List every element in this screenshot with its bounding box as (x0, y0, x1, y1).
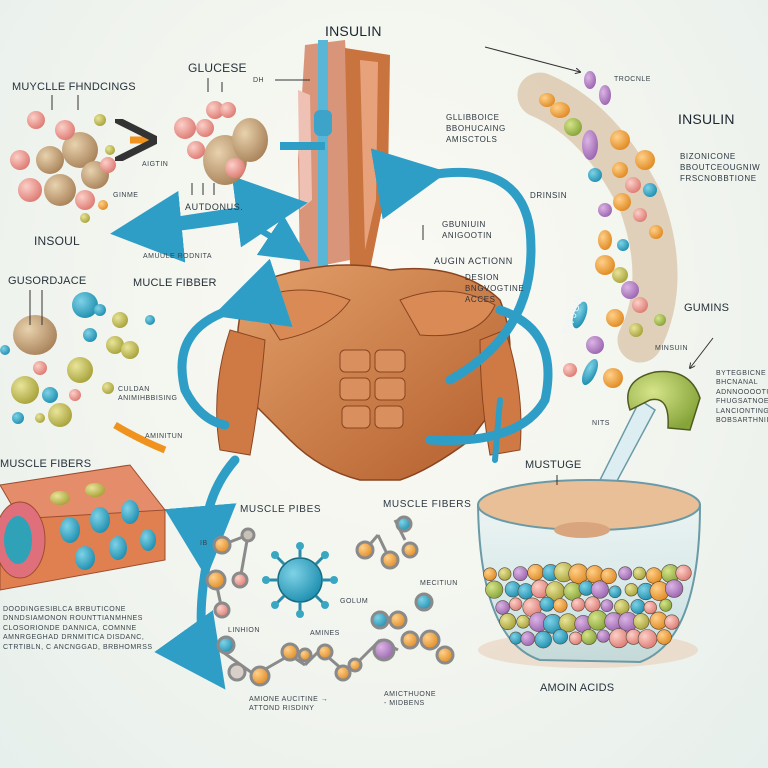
bowl-bead (520, 631, 535, 646)
bowl-bead (632, 566, 647, 581)
bowl-bead (516, 614, 530, 629)
bowl-bead (590, 580, 609, 599)
label-muscle-findings: MUYCLLE FHNDCINGS (12, 81, 136, 93)
label-augin-action: AUGIN ACTIONN (434, 256, 513, 266)
virus-molecule (262, 542, 338, 618)
bowl-bead (608, 585, 622, 599)
label-muscle-fibers-center: MUSCLE FIBERS (383, 499, 472, 510)
bottom-loop-arrow (154, 540, 226, 690)
label-right-block: BYTEGBICNE BHCNANAL ADNNOOOOTU FHUGSATNO… (716, 370, 768, 425)
bowl-bead (630, 599, 646, 614)
label-among-block: AMIONE AUCITINE → ATTOND RISDINY (249, 696, 329, 713)
pointer-lines (29, 46, 714, 485)
label-mustuge: MUSTUGE (525, 459, 582, 471)
vessel-branch (280, 142, 325, 150)
label-trocnle: TROCNLE (614, 76, 651, 83)
label-amuule-robnita: AMUULE RODNITA (143, 253, 213, 260)
bowl-bead (581, 629, 597, 645)
big-loop-arrow (425, 305, 553, 445)
label-amoin-acids: AMOIN ACIDS (540, 682, 615, 694)
label-muscle-fibers-left: MUSCLE FIBERS (0, 458, 92, 470)
bowl-bead (552, 629, 568, 645)
molecule-chain-bottom (205, 515, 455, 687)
bowl-bead (553, 598, 568, 613)
label-insulin-right: INSULIN (678, 111, 735, 127)
bowl-bead-group (483, 562, 692, 649)
bowl-bead (483, 567, 497, 582)
neck-muscle-illustration (280, 40, 390, 270)
down-arrow-right (492, 397, 503, 463)
bowl-bead (571, 597, 586, 612)
bowl-bead (664, 579, 684, 598)
label-aminitun: AMINITUN (145, 433, 183, 440)
label-ib: IB (200, 540, 208, 547)
bowl-bead (498, 567, 512, 581)
bowl-bead (512, 566, 528, 582)
label-muscle-pibes: MUSCLE PIBES (240, 504, 322, 515)
bowl-bead (499, 613, 517, 630)
label-glucose: GLUCESE (188, 61, 247, 75)
glucose-cluster-left (10, 111, 116, 223)
arrow-to-body-top (256, 215, 310, 262)
bowl-bead (637, 629, 658, 649)
label-culdan-block: CULDAN ANIMIHBBISING (118, 386, 178, 403)
label-minsuin: MINSUIN (655, 345, 689, 352)
muscle-fiber-bundle (0, 464, 166, 591)
label-muscle-fibber: MUCLE FIBBER (133, 277, 217, 289)
bowl-bead (534, 630, 552, 649)
curve-arrow-top-right (370, 148, 536, 385)
glucose-cluster-top (174, 101, 268, 185)
label-bottom-left-block: DOODINGESIBLCA BRBUTICONE DNNDSIAMONON R… (3, 606, 153, 651)
bowl-bead (584, 596, 601, 613)
bowl-bead (596, 629, 610, 643)
down-left-arrow (164, 455, 240, 578)
bowl-bead (600, 567, 617, 585)
bowl-bead (485, 580, 504, 599)
bowl-bead (659, 598, 673, 612)
label-nits: NITS (592, 420, 610, 427)
torso-muscle-illustration (216, 264, 522, 481)
bowl-bead (495, 600, 510, 615)
orange-arrow-up (113, 421, 167, 454)
label-drinsin: DRINSIN (530, 191, 568, 200)
label-autonous: AUTDONUS. (185, 202, 244, 212)
label-dh: DH (253, 77, 265, 84)
molecule-cluster-left (0, 292, 155, 427)
bowl-bead (643, 600, 657, 615)
bowl-bead (675, 564, 692, 581)
label-golum: GOLUM (340, 598, 369, 605)
bowl-bead (624, 583, 639, 597)
label-gusordjace: GUSORDJACE (8, 275, 87, 287)
curve-arrow-left (177, 258, 293, 430)
bowl-bead (608, 628, 629, 649)
label-aigtin: AIGTIN (142, 161, 169, 168)
label-insulin-right-block: BIZONICONE BBOUTCEOUGNIW FRSCNOBBTIONE (680, 152, 761, 183)
label-insoul: INSOUL (34, 234, 80, 248)
amino-acid-stream (517, 71, 678, 388)
label-ginme: GINME (113, 192, 139, 199)
bowl-bead (645, 567, 663, 584)
bowl-bead (656, 629, 672, 645)
double-arrow-left-back (110, 190, 290, 263)
bowl-bead (539, 596, 555, 612)
bowl-bead (585, 565, 604, 584)
label-amichione-block: AMICTHUONE - MIDBENS (384, 691, 437, 708)
bowl-bead (509, 597, 523, 611)
label-augin-block: DESION BNGVOGTINE ACCES (465, 273, 525, 304)
label-insulin-top: INSULIN (325, 23, 382, 39)
label-mecitiun: MECITIUN (420, 580, 458, 587)
bowl-bead (618, 566, 633, 581)
label-gumins: GUMINS (684, 302, 730, 314)
label-gbunin-block: GBUNIUIN ANIGOOTIN (442, 220, 493, 240)
label-amines: AMINES (310, 630, 340, 637)
bowl-bead (600, 599, 614, 612)
bowl-bead (568, 631, 583, 645)
bowl-bead (633, 613, 650, 630)
label-linhion: LINHION (228, 627, 260, 634)
bowl-bead (664, 614, 680, 630)
bowl-bead (527, 564, 544, 581)
bowl-bead (509, 631, 523, 645)
label-glossary-block: GLLIBBOICE BBOHUCAING AMISCTOLS (446, 113, 506, 144)
